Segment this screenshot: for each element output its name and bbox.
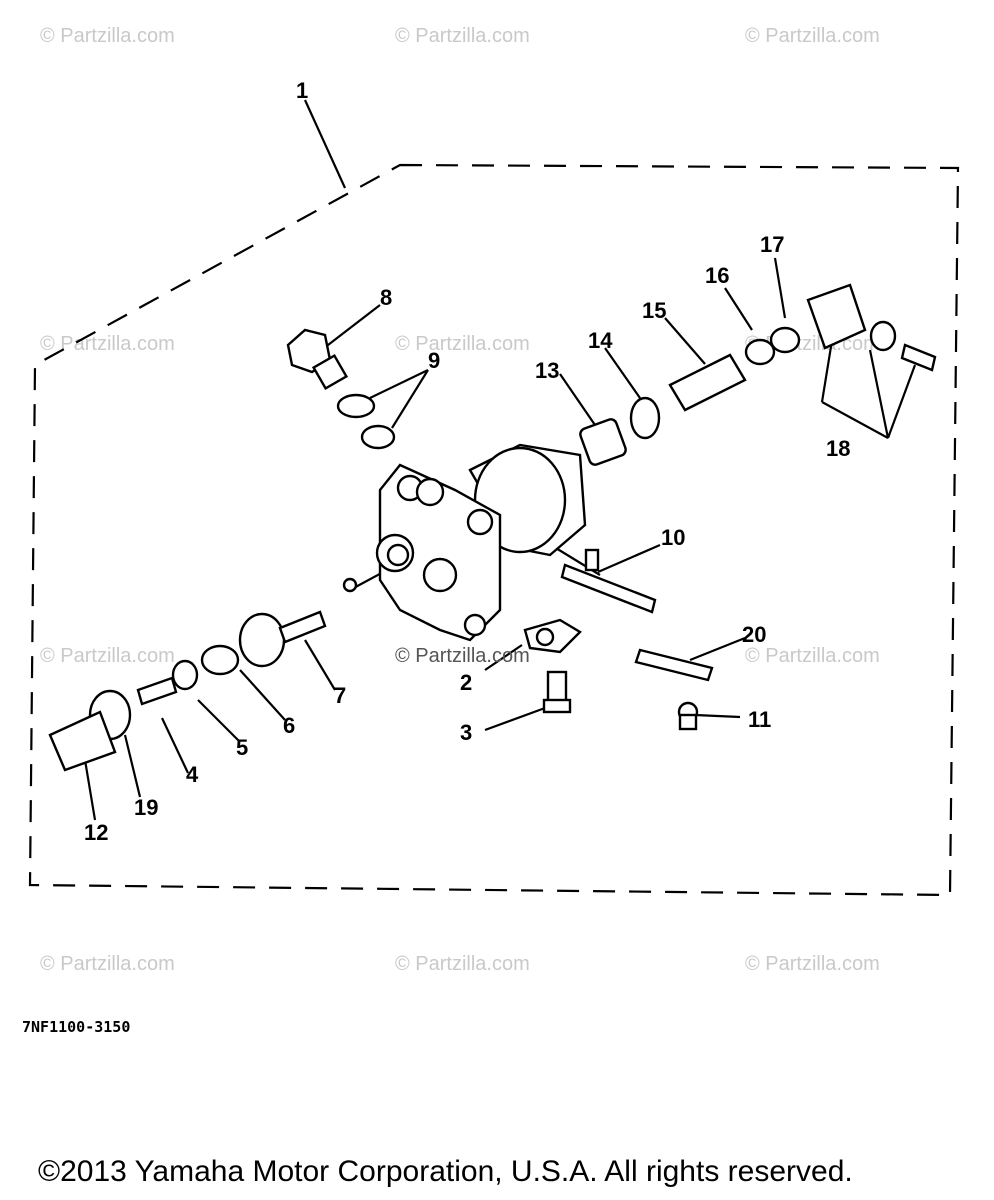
watermark: © Partzilla.com: [40, 333, 175, 355]
callout-19: 19: [134, 795, 158, 820]
upper-parts: [579, 283, 937, 466]
bracket-and-bolt: [523, 618, 582, 714]
pump-housing: [375, 443, 587, 642]
callout-labels: 1 2 3 4 5 6 7 8 9 10 11 12 13 14 15 16 1…: [84, 78, 850, 845]
left-parts: [48, 577, 358, 772]
callout-5: 5: [236, 735, 248, 760]
watermark-center: © Partzilla.com: [395, 645, 530, 667]
watermark: © Partzilla.com: [395, 25, 530, 47]
banjo-bolt: [286, 328, 349, 391]
callout-13: 13: [535, 358, 559, 383]
callout-17: 17: [760, 232, 784, 257]
watermark: © Partzilla.com: [745, 25, 880, 47]
callout-14: 14: [588, 328, 613, 353]
callout-4: 4: [186, 762, 199, 787]
callout-18: 18: [826, 436, 850, 461]
callout-6: 6: [283, 713, 295, 738]
watermark: © Partzilla.com: [40, 953, 175, 975]
callout-10: 10: [661, 525, 685, 550]
assembly-boundary: [28, 163, 960, 897]
watermark: © Partzilla.com: [395, 333, 530, 355]
watermark: © Partzilla.com: [40, 25, 175, 47]
callout-15: 15: [642, 298, 666, 323]
watermark: © Partzilla.com: [745, 953, 880, 975]
callout-12: 12: [84, 820, 108, 845]
callout-7: 7: [334, 683, 346, 708]
watermark: © Partzilla.com: [395, 953, 530, 975]
plate-and-screw: [634, 648, 714, 731]
callout-11: 11: [748, 707, 771, 732]
part-number: 7NF1100-3150: [22, 1018, 131, 1036]
watermark: © Partzilla.com: [745, 645, 880, 667]
watermark: © Partzilla.com: [40, 645, 175, 667]
callout-1: 1: [296, 78, 308, 103]
watermarks: © Partzilla.com © Partzilla.com © Partzi…: [40, 25, 880, 975]
callout-20: 20: [742, 622, 766, 647]
callout-16: 16: [705, 263, 729, 288]
callout-2: 2: [460, 670, 472, 695]
shaft: [560, 548, 657, 614]
gaskets: [336, 393, 396, 450]
callout-9: 9: [428, 348, 440, 373]
callout-8: 8: [380, 285, 392, 310]
copyright-notice: ©2013 Yamaha Motor Corporation, U.S.A. A…: [38, 1155, 853, 1188]
callout-3: 3: [460, 720, 472, 745]
